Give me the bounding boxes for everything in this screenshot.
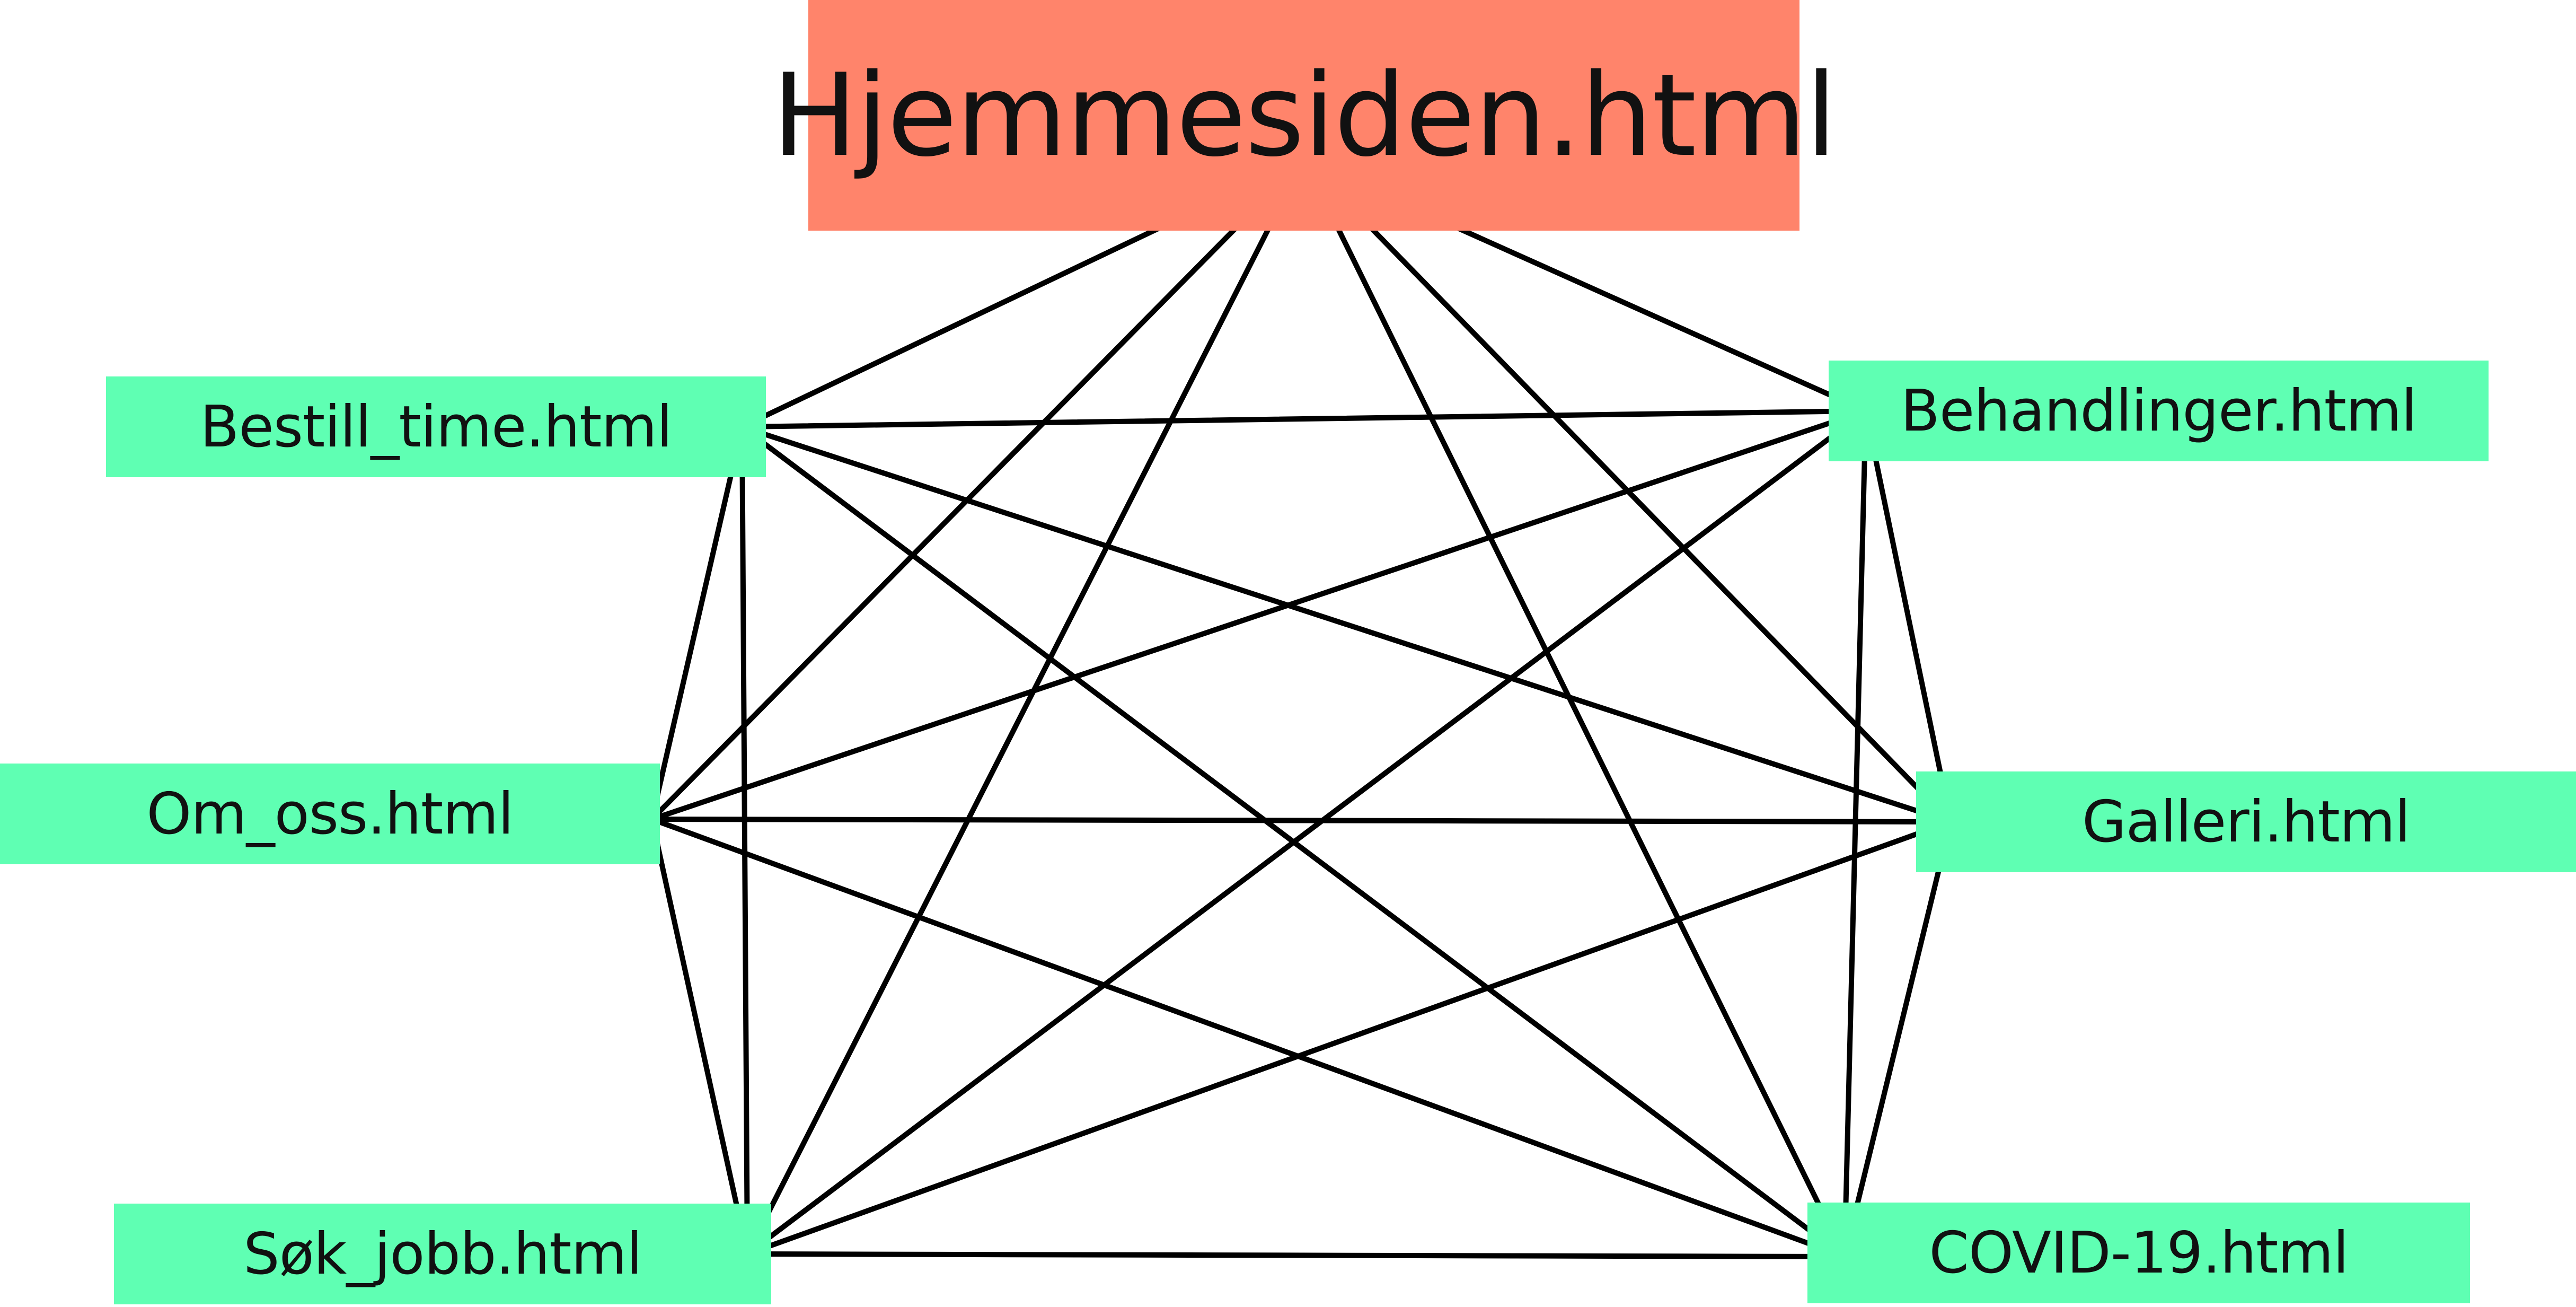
node-covid-19: COVID-19.html [1807,1203,2470,1303]
node-om-oss: Om_oss.html [0,764,660,864]
edge-bestill-omoss [649,424,745,822]
edge-sok-covid [745,1251,1847,1259]
edge-bestill-galleri [739,424,1953,824]
edge-bestill-behandlinger [739,408,1868,429]
edge-omoss-galleri [649,817,1953,824]
node-galleri: Galleri.html [1916,771,2576,872]
edge-root-omoss [649,156,1307,822]
edge-sok-galleri [745,819,1953,1257]
edge-galleri-covid [1842,819,1953,1259]
node-hjemmesiden: Hjemmesiden.html [772,0,1837,231]
edge-omoss-behandlinger [649,408,1868,822]
node-covid-19-label: COVID-19.html [1929,1220,2349,1286]
node-bestill-time-label: Bestill_time.html [200,393,673,460]
edge-behandlinger-covid [1842,408,1868,1259]
node-bestill-time: Bestill_time.html [106,376,766,477]
node-om-oss-label: Om_oss.html [146,780,514,847]
edge-root-sok [745,156,1307,1257]
node-sok-jobb: Søk_jobb.html [114,1204,771,1304]
node-sok-jobb-label: Søk_jobb.html [243,1221,642,1287]
node-behandlinger: Behandlinger.html [1829,361,2489,461]
edge-sok-behandlinger [745,408,1868,1257]
node-galleri-label: Galleri.html [2081,788,2411,855]
node-behandlinger-label: Behandlinger.html [1900,378,2417,444]
edge-behandlinger-galleri [1863,408,1953,824]
edge-omoss-covid [649,817,1847,1259]
edge-omoss-sok [649,817,750,1257]
edge-root-covid [1301,156,1847,1259]
node-hjemmesiden-label: Hjemmesiden.html [772,49,1837,182]
edge-bestill-sok [739,424,750,1257]
